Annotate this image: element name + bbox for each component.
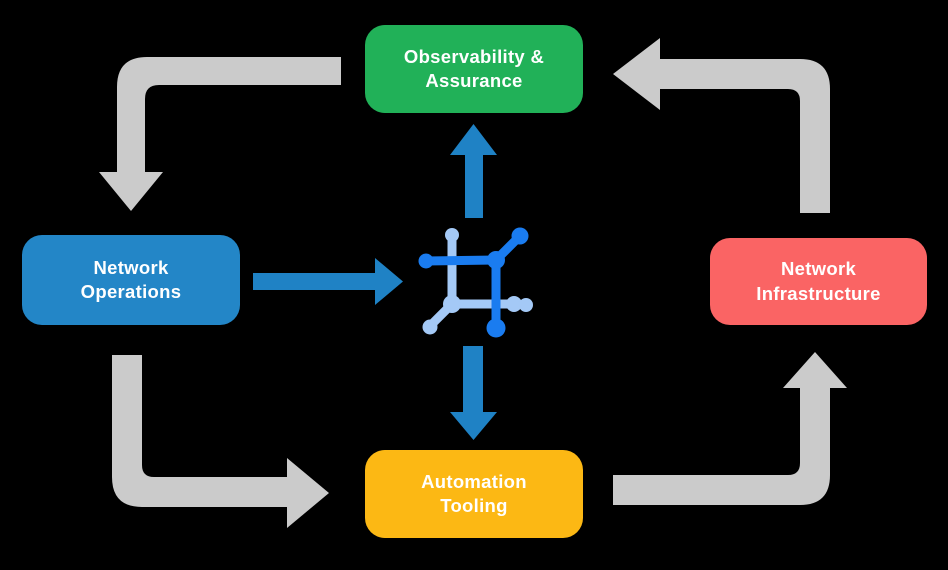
arrow-center-to-observability	[450, 124, 497, 218]
arrow-operations-to-center	[253, 258, 403, 305]
node-network-infrastructure: Network Infrastructure	[710, 238, 927, 325]
arrow-green-to-operations	[99, 57, 341, 211]
node-network-infrastructure-label: Network Infrastructure	[756, 258, 881, 304]
node-network-operations-label: Network Operations	[80, 256, 182, 302]
arrow-automation-to-infrastructure	[613, 352, 847, 505]
network-mesh-icon	[418, 227, 533, 338]
arrow-center-to-automation	[450, 346, 497, 440]
arrow-infrastructure-to-green	[613, 38, 830, 213]
network-mesh-icon-light-branch	[422, 228, 533, 335]
network-mesh-icon-dark-branch	[418, 227, 529, 338]
node-network-operations: Network Operations	[22, 235, 240, 325]
node-observability-assurance-label: Observability & Assurance	[403, 45, 545, 91]
node-automation-tooling-label: Automation Tooling	[421, 470, 527, 516]
node-observability-assurance: Observability & Assurance	[365, 25, 583, 113]
node-automation-tooling: Automation Tooling	[365, 450, 583, 538]
arrow-operations-to-automation	[112, 355, 329, 528]
